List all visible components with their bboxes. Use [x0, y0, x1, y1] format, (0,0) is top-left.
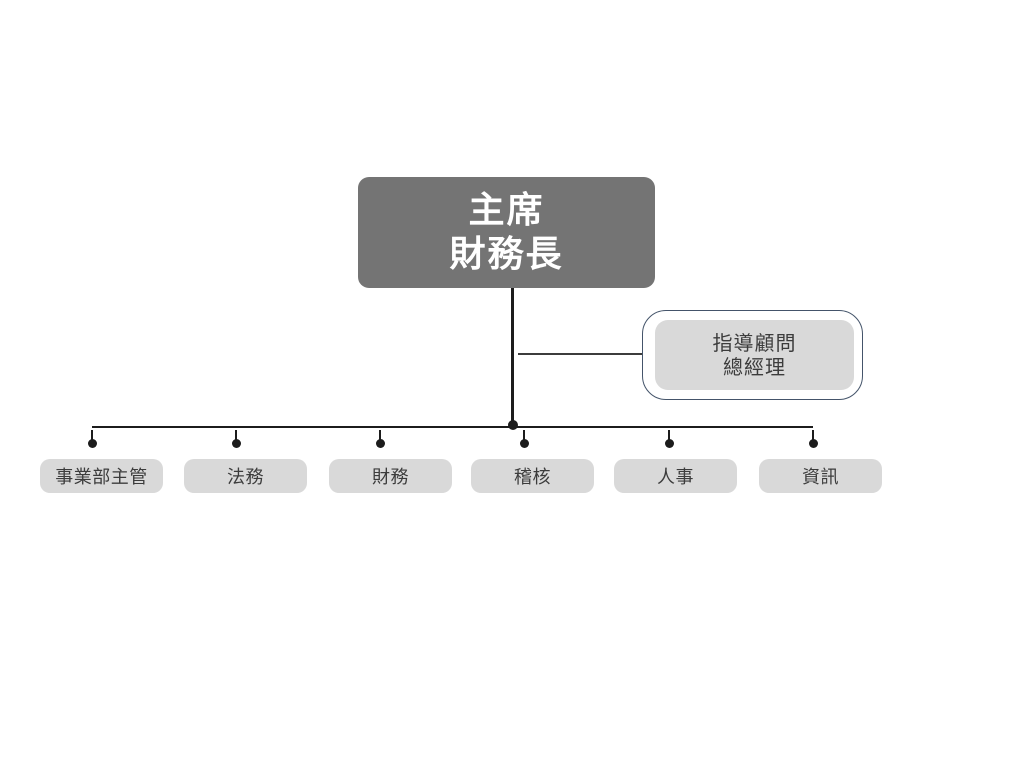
node-business-division-head: 事業部主管 [40, 459, 163, 493]
pin-dot [87, 439, 97, 448]
dept-label: 資訊 [802, 467, 839, 488]
advisor-label-line1: 指導顧問 [712, 331, 797, 355]
node-chairman-cfo: 主席 財務長 [358, 177, 655, 288]
node-chairman-label: 主席 [468, 189, 545, 231]
node-legal: 法務 [184, 459, 307, 493]
node-finance: 財務 [329, 459, 452, 493]
connector-pin [87, 430, 97, 448]
pin-dot [519, 439, 529, 448]
node-audit: 稽核 [471, 459, 594, 493]
dept-label: 財務 [372, 467, 409, 488]
pin-stem [523, 430, 525, 441]
pin-stem [235, 430, 237, 441]
dept-label: 法務 [227, 467, 264, 488]
pin-dot [375, 439, 385, 448]
pin-stem [379, 430, 381, 441]
pin-stem [812, 430, 814, 441]
node-it: 資訊 [759, 459, 882, 493]
pin-dot [664, 439, 674, 448]
pin-stem [668, 430, 670, 441]
connector-horizontal-rail [92, 426, 813, 428]
junction-dot [508, 419, 518, 430]
pin-dot [231, 439, 241, 448]
connector-vertical [511, 288, 514, 422]
node-hr: 人事 [614, 459, 737, 493]
pin-stem [91, 430, 93, 441]
connector-pin [664, 430, 674, 448]
node-cfo-label: 財務長 [449, 233, 564, 275]
connector-pin [231, 430, 241, 448]
node-advisor: 指導顧問 總經理 [655, 320, 854, 390]
advisor-label-line2: 總經理 [723, 355, 786, 379]
dept-label: 人事 [657, 467, 694, 488]
dept-label: 事業部主管 [55, 467, 148, 488]
connector-pin [375, 430, 385, 448]
connector-pin [519, 430, 529, 448]
dept-label: 稽核 [514, 467, 551, 488]
connector-pin [808, 430, 818, 448]
connector-advisor-branch [518, 353, 642, 355]
pin-dot [808, 439, 818, 448]
